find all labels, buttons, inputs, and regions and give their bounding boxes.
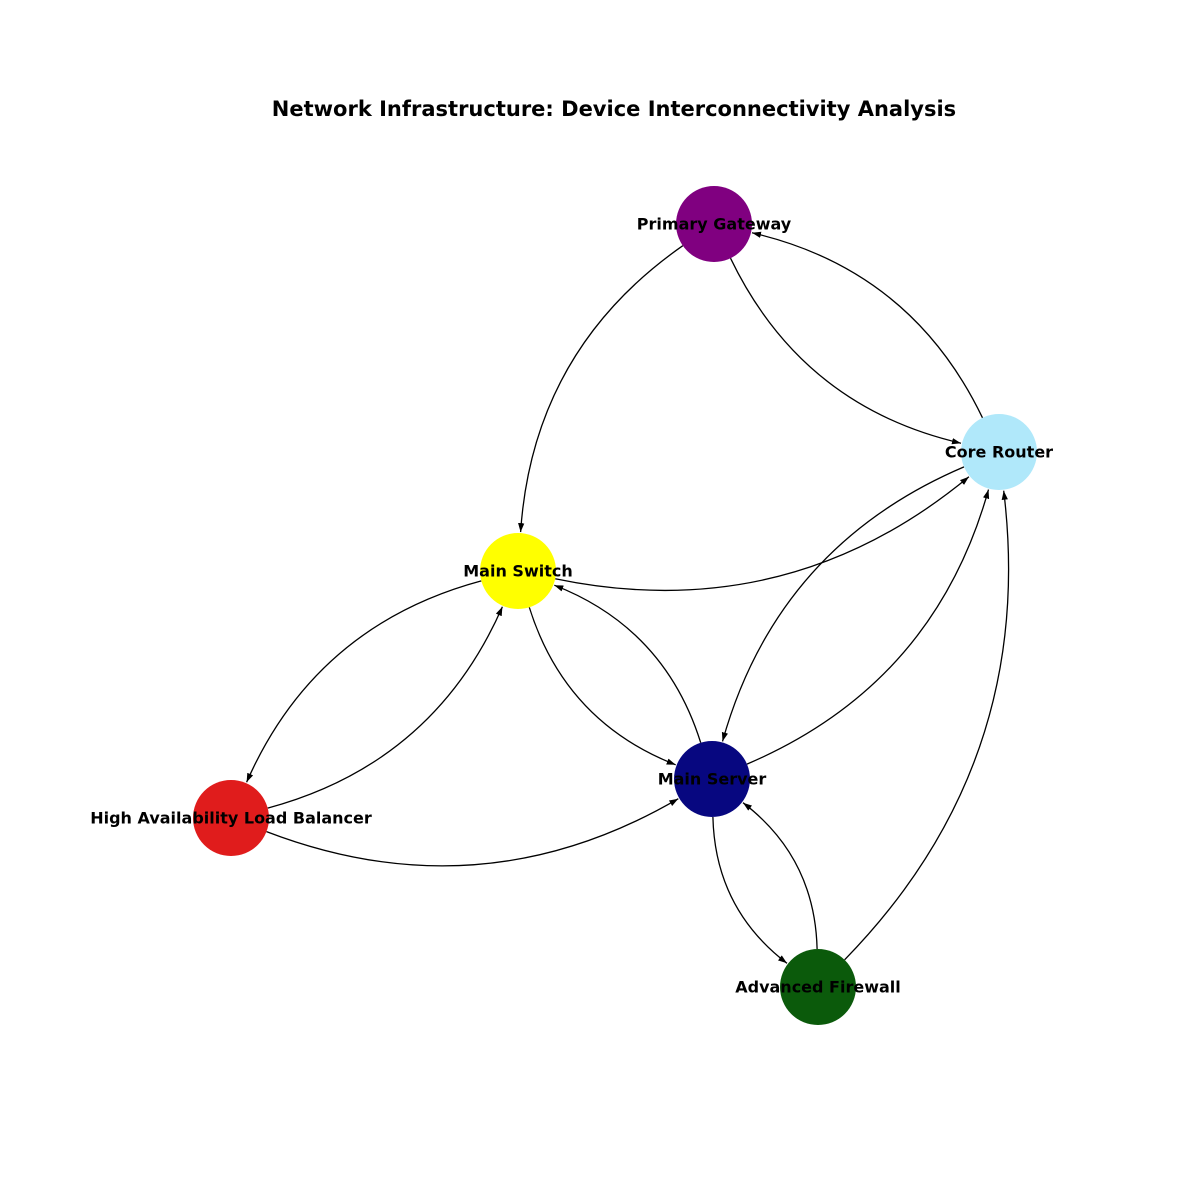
node-switch xyxy=(480,533,556,609)
node-label-server: Main Server xyxy=(658,770,767,789)
nodes-layer xyxy=(193,186,1037,1025)
node-balancer xyxy=(193,780,269,856)
edge-balancer-to-server xyxy=(266,798,679,867)
node-server xyxy=(674,741,750,817)
node-label-switch: Main Switch xyxy=(463,562,572,581)
node-router xyxy=(961,414,1037,490)
edge-switch-to-router xyxy=(555,476,970,592)
node-label-gateway: Primary Gateway xyxy=(637,215,792,234)
edge-switch-to-server xyxy=(528,607,676,766)
node-gateway xyxy=(676,186,752,262)
edge-switch-to-balancer xyxy=(246,580,482,783)
edge-router-to-gateway xyxy=(751,231,984,419)
edge-gateway-to-router xyxy=(729,257,962,445)
edge-router-to-server xyxy=(721,466,965,742)
edge-server-to-router xyxy=(746,489,990,765)
node-label-firewall: Advanced Firewall xyxy=(735,978,901,997)
edge-server-to-firewall xyxy=(712,816,788,964)
node-label-balancer: High Availability Load Balancer xyxy=(90,809,372,828)
diagram-title: Network Infrastructure: Device Interconn… xyxy=(272,97,956,121)
node-label-router: Core Router xyxy=(945,443,1053,462)
node-firewall xyxy=(780,949,856,1025)
edge-server-to-switch xyxy=(554,584,702,743)
edge-gateway-to-switch xyxy=(518,245,684,533)
edge-balancer-to-switch xyxy=(267,606,503,809)
edges-layer xyxy=(246,231,1010,964)
edge-firewall-to-server xyxy=(742,802,818,950)
edge-firewall-to-router xyxy=(844,490,1010,961)
